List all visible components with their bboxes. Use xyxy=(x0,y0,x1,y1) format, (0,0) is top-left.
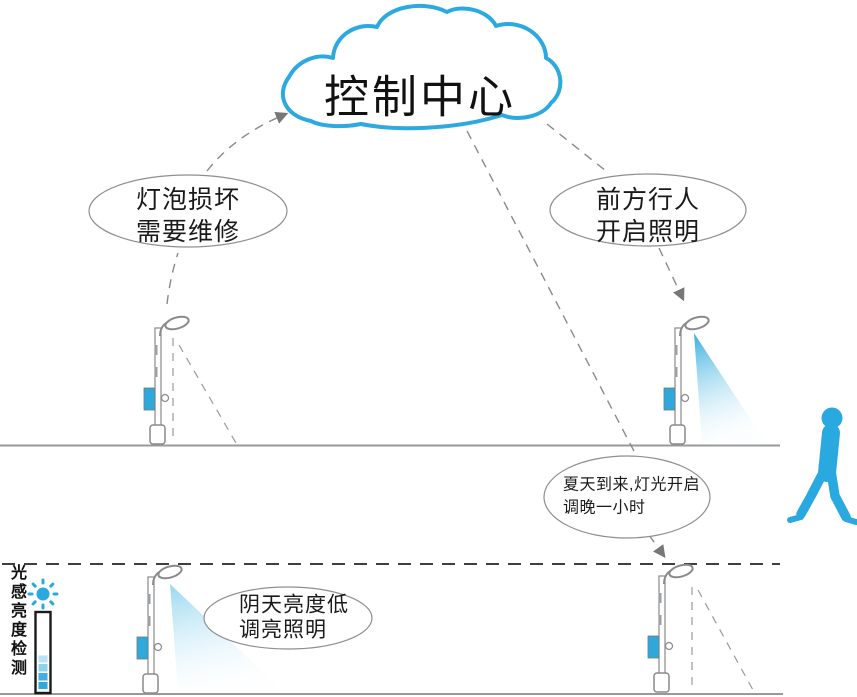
bubble-summer-line1: 夏天到来,灯光开启 xyxy=(563,476,700,494)
connector-fault-bubble-to-cloud xyxy=(206,112,289,172)
bubble-cloudy-line1: 阴天亮度低 xyxy=(239,594,349,617)
streetlamp-bottom-right xyxy=(647,561,696,693)
person-arm xyxy=(818,437,834,470)
person-head xyxy=(821,407,843,429)
brightness-gauge xyxy=(34,610,52,695)
streetlamp-top-left xyxy=(143,313,192,445)
person-back-leg xyxy=(826,466,851,522)
light-sensor-widget xyxy=(27,578,59,695)
control-center-label: 控制中心 xyxy=(324,72,516,123)
connector-summer-bubble-to-lamp xyxy=(648,534,666,559)
pedestrian-figure xyxy=(787,407,857,525)
sun-icon xyxy=(27,578,59,610)
connector-pedestrian-bubble-to-lamp xyxy=(658,247,685,302)
control-center-cloud: 控制中心 xyxy=(280,3,563,131)
light-sensor-label: 光感亮度检测 xyxy=(8,564,25,678)
bubble-cloudy-line2: 调亮照明 xyxy=(239,619,327,642)
bubble-fault-line2: 需要维修 xyxy=(136,218,240,246)
bubble-summer-line2: 调晚一小时 xyxy=(563,499,646,517)
light-beam-off-bottom-right xyxy=(691,587,754,691)
cloud-shape xyxy=(280,3,563,131)
bubble-summer: 夏天到来,灯光开启 调晚一小时 xyxy=(543,455,711,539)
brightness-gauge-levels xyxy=(38,655,48,689)
light-beam-on-bright xyxy=(694,333,766,443)
person-back-foot xyxy=(843,516,857,525)
person-front-leg xyxy=(796,466,829,519)
connector-lamp-to-fault-bubble xyxy=(166,252,179,305)
connector-cloud-to-summer-bubble xyxy=(466,130,637,456)
bubble-fault-line1: 灯泡损坏 xyxy=(136,186,240,214)
bubble-cloudy: 阴天亮度低 调亮照明 xyxy=(203,586,373,650)
bubble-pedestrian: 前方行人 开启照明 xyxy=(549,173,747,247)
connector-cloud-to-pedestrian-bubble xyxy=(546,123,607,172)
light-beam-off-top-left xyxy=(172,338,237,444)
bubble-pedestrian-line1: 前方行人 xyxy=(596,186,700,214)
person-front-foot xyxy=(787,514,804,523)
bubble-fault: 灯泡损坏 需要维修 xyxy=(88,174,288,248)
bubble-pedestrian-line2: 开启照明 xyxy=(596,218,700,246)
